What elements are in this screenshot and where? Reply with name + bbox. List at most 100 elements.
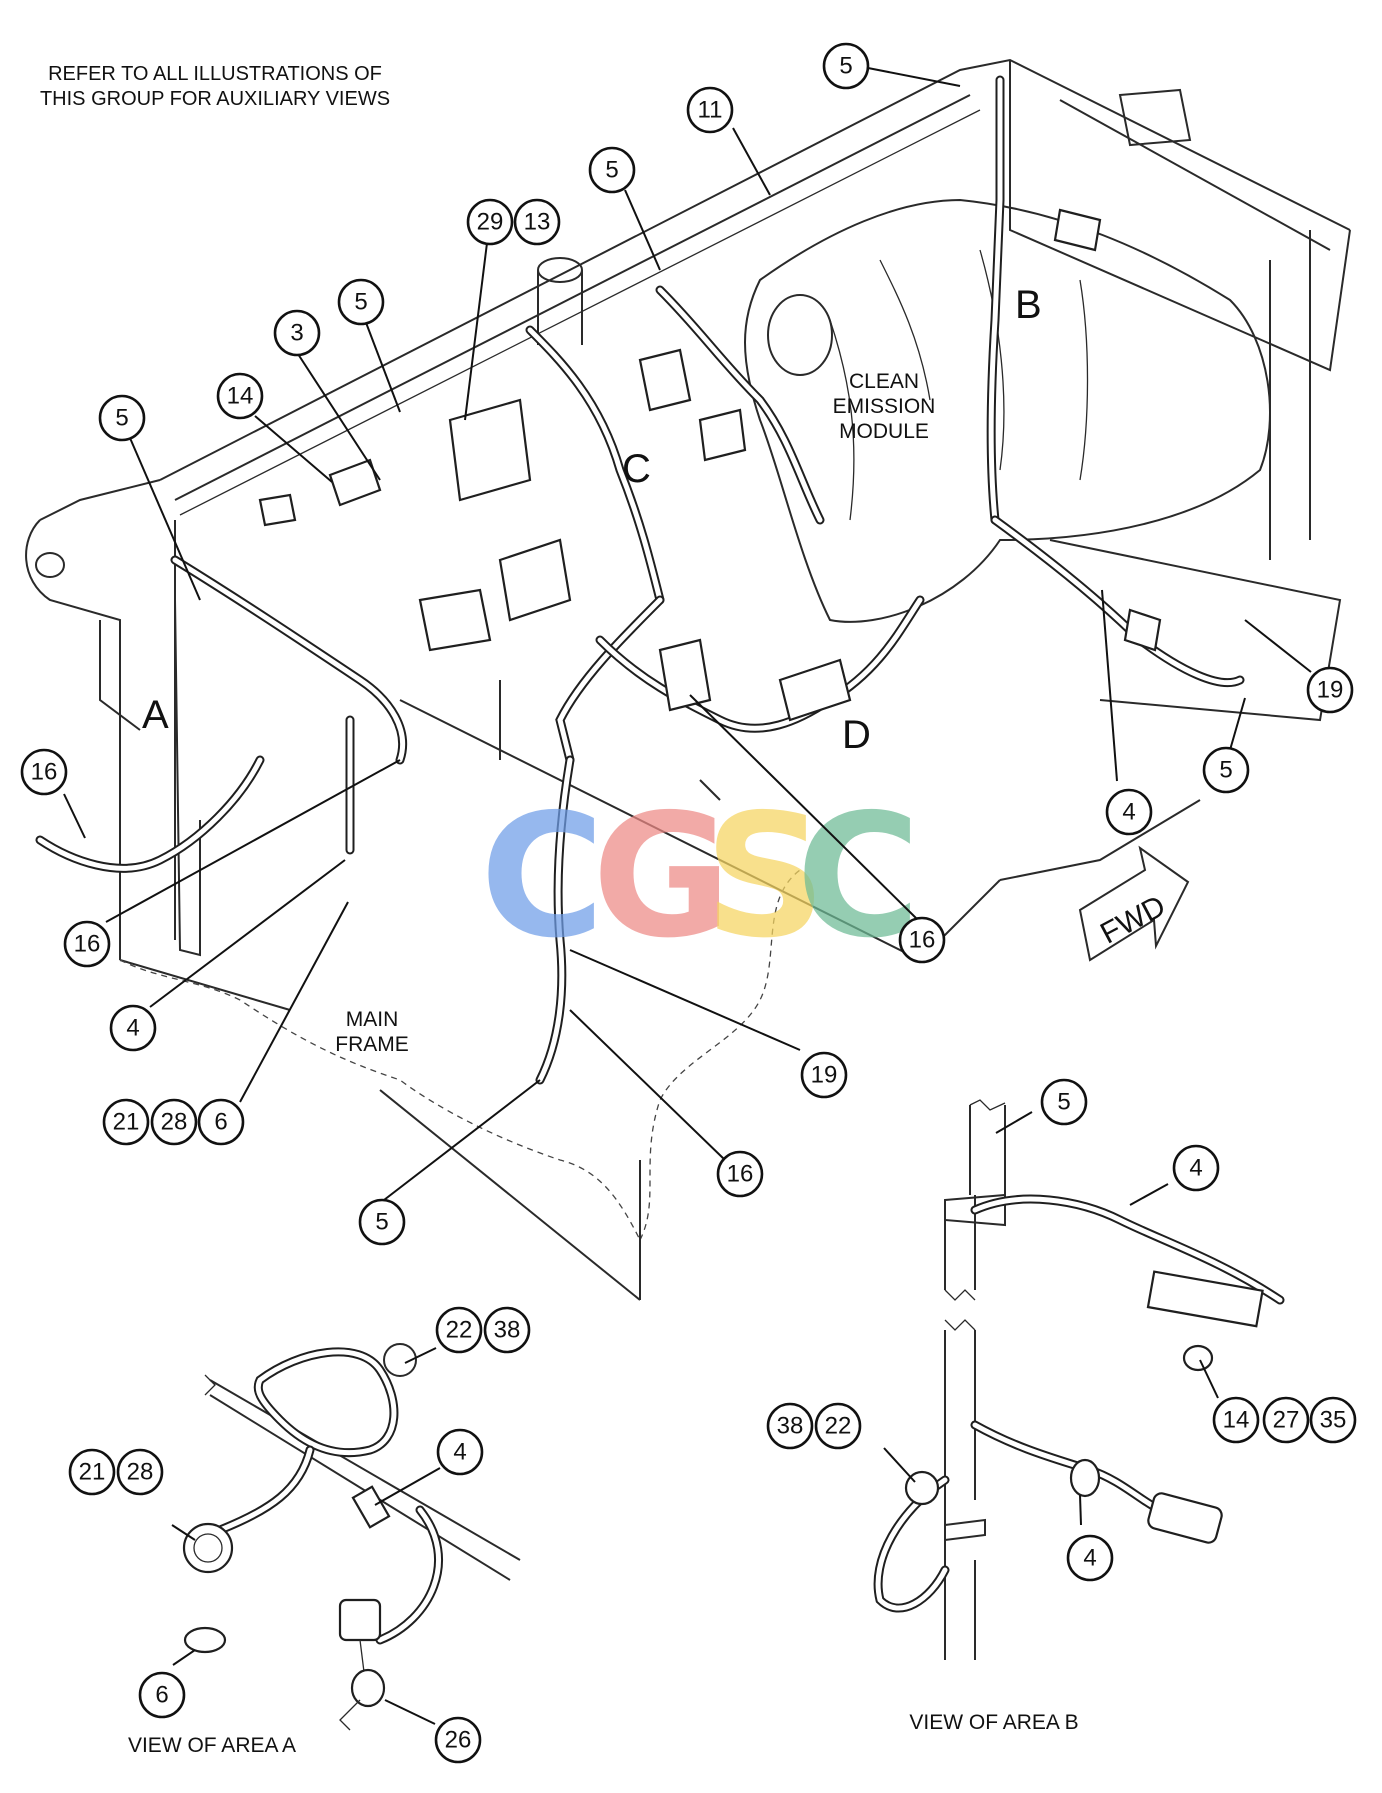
callout-6-area-a: 6 [138, 1671, 186, 1719]
callout-label: 5 [1057, 1089, 1070, 1116]
callout-5-near-29: 5 [337, 278, 385, 326]
callout-35-area-b: 35 [1309, 1396, 1357, 1444]
callout-label: 21 [79, 1459, 106, 1486]
callout-16-left-lower: 16 [63, 920, 111, 968]
callout-27-area-b: 27 [1262, 1396, 1310, 1444]
cgsc-watermark: C G S C [480, 778, 921, 976]
note-line-2: THIS GROUP FOR AUXILIARY VIEWS [40, 88, 390, 110]
callout-5-left: 5 [98, 394, 146, 442]
callout-label: 5 [354, 289, 367, 316]
callout-label: 13 [524, 209, 551, 236]
main-frame-label-2: FRAME [335, 1033, 409, 1056]
callout-label: 38 [494, 1317, 521, 1344]
callout-label: 4 [1083, 1545, 1096, 1572]
callout-5-right: 5 [1202, 746, 1250, 794]
clean-emission-module-label-3: MODULE [839, 420, 929, 443]
callout-label: 16 [31, 759, 58, 786]
callout-26-area-a: 26 [434, 1716, 482, 1764]
callout-label: 38 [777, 1413, 804, 1440]
callout-label: 28 [127, 1459, 154, 1486]
callout-21-area-a: 21 [68, 1448, 116, 1496]
callout-13: 13 [513, 198, 561, 246]
callout-14-area-b: 14 [1212, 1396, 1260, 1444]
area-letter-a: A [142, 693, 169, 737]
callout-label: 4 [1122, 799, 1135, 826]
callout-4-area-b-top: 4 [1172, 1144, 1220, 1192]
callout-21-left: 21 [102, 1098, 150, 1146]
callout-22-area-a: 22 [435, 1306, 483, 1354]
callout-label: 11 [698, 97, 723, 124]
callout-label: 35 [1320, 1407, 1347, 1434]
watermark-letter-1: C [480, 778, 605, 976]
callout-label: 19 [1317, 677, 1344, 704]
view-area-a-label: VIEW OF AREA A [128, 1734, 296, 1757]
callout-16-left: 16 [20, 748, 68, 796]
machine-outline [25, 58, 1351, 1301]
callout-label: 22 [446, 1317, 473, 1344]
callout-label: 16 [727, 1161, 754, 1188]
callout-label: 28 [161, 1109, 188, 1136]
callout-5-lower: 5 [358, 1198, 406, 1246]
callouts: 5 11 5 29 13 5 3 14 [20, 42, 1357, 1764]
callout-label: 26 [445, 1727, 472, 1754]
callout-label: 14 [227, 383, 254, 410]
callout-label: 6 [214, 1109, 227, 1136]
view-area-b-label: VIEW OF AREA B [909, 1711, 1078, 1734]
callout-label: 5 [1219, 757, 1232, 784]
callout-label: 5 [375, 1209, 388, 1236]
note-line-1: REFER TO ALL ILLUSTRATIONS OF [48, 63, 382, 85]
callout-22-area-b: 22 [814, 1402, 862, 1450]
callout-28-left: 28 [150, 1098, 198, 1146]
callout-16-lower: 16 [716, 1150, 764, 1198]
callout-5-area-b: 5 [1040, 1078, 1088, 1126]
watermark-letter-2: G [592, 778, 732, 976]
wire-harness-main [35, 75, 1245, 1085]
callout-38-area-a: 38 [483, 1306, 531, 1354]
callout-4-left: 4 [109, 1004, 157, 1052]
watermark-letter-3: S [704, 778, 826, 976]
callout-19-center: 19 [800, 1051, 848, 1099]
callout-label: 4 [453, 1439, 466, 1466]
main-frame-label-1: MAIN [346, 1008, 399, 1031]
area-letter-c: C [622, 447, 651, 491]
clean-emission-module-label-1: CLEAN [849, 370, 919, 393]
callout-5-upper-mid: 5 [588, 146, 636, 194]
callout-label: 4 [1189, 1155, 1202, 1182]
callout-label: 29 [477, 209, 504, 236]
callout-label: 14 [1223, 1407, 1250, 1434]
fwd-arrow: FWD [1078, 845, 1190, 962]
callout-label: 5 [839, 53, 852, 80]
callout-11: 11 [686, 86, 734, 134]
callout-6-left: 6 [197, 1098, 245, 1146]
callout-label: 4 [126, 1015, 139, 1042]
callout-label: 16 [909, 927, 936, 954]
callout-label: 27 [1273, 1407, 1300, 1434]
callout-3: 3 [273, 309, 321, 357]
view-area-b-drawing [873, 1099, 1285, 1660]
callout-label: 16 [74, 931, 101, 958]
callout-5-top: 5 [822, 42, 870, 90]
callout-28-area-a: 28 [116, 1448, 164, 1496]
callout-29: 29 [466, 198, 514, 246]
callout-38-area-b: 38 [766, 1402, 814, 1450]
clean-emission-module-label-2: EMISSION [833, 395, 936, 418]
callout-label: 19 [811, 1062, 838, 1089]
callout-14-upper: 14 [216, 372, 264, 420]
callout-16-center: 16 [898, 916, 946, 964]
callout-4-right: 4 [1105, 788, 1153, 836]
callout-label: 21 [113, 1109, 140, 1136]
callout-label: 3 [290, 320, 303, 347]
leader-lines [63, 67, 1312, 1725]
callout-label: 6 [155, 1682, 168, 1709]
callout-label: 5 [115, 405, 128, 432]
fwd-label: FWD [1095, 889, 1171, 950]
view-area-a-drawing [182, 1343, 521, 1731]
area-letter-d: D [842, 713, 871, 757]
area-letter-b: B [1015, 283, 1042, 327]
callout-label: 22 [825, 1413, 852, 1440]
callout-label: 5 [605, 157, 618, 184]
callout-4-area-a: 4 [436, 1428, 484, 1476]
callout-4-area-b-bottom: 4 [1066, 1534, 1114, 1582]
callout-19-right: 19 [1306, 666, 1354, 714]
